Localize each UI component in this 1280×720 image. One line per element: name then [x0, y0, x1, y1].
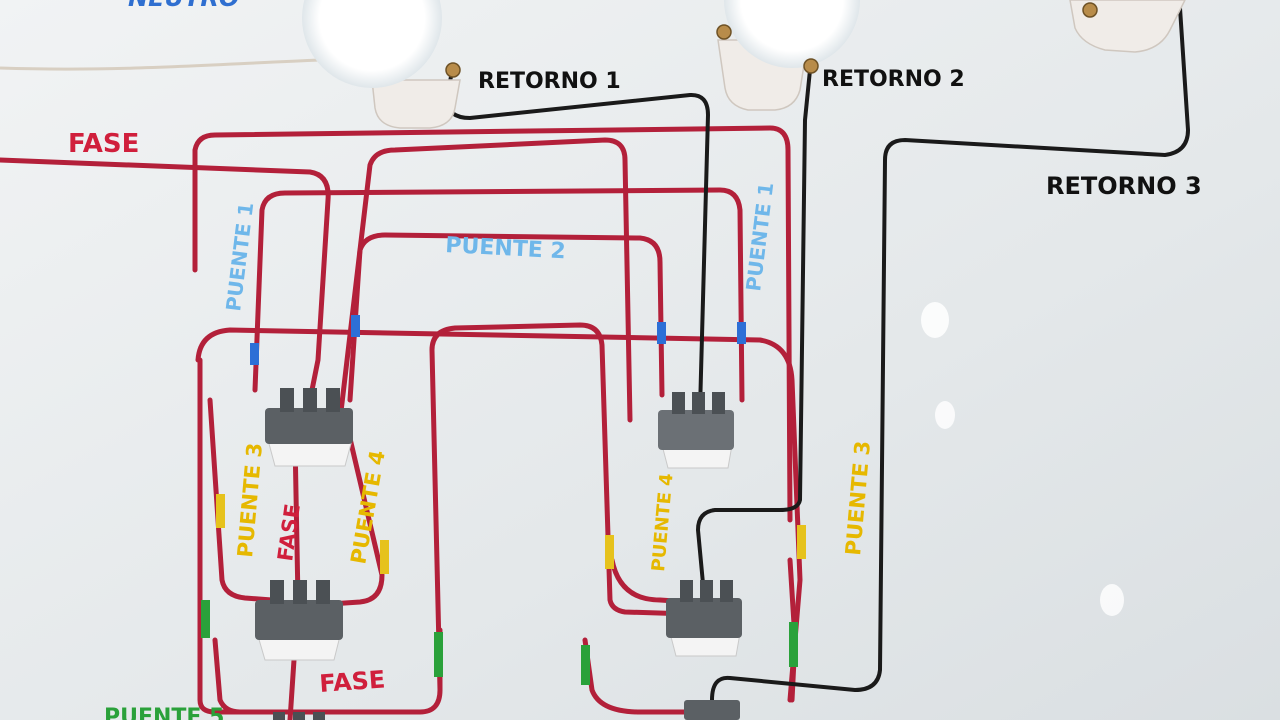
- label-retorno1: RETORNO 1: [478, 69, 621, 94]
- switch-terminal: [316, 580, 330, 604]
- switch-terminal: [712, 392, 725, 414]
- light-reflection: [921, 302, 949, 338]
- switch-terminal: [280, 388, 294, 412]
- screw-terminal: [1082, 2, 1098, 18]
- light-reflection: [1100, 584, 1124, 616]
- red-loop-middle: [195, 327, 803, 715]
- socket-3: [1069, 0, 1186, 53]
- yellow-tape: [216, 494, 225, 528]
- switch-terminal: [270, 580, 284, 604]
- blue-tape: [657, 322, 666, 344]
- light-reflection: [935, 401, 955, 429]
- switch-body: [255, 600, 343, 640]
- red-loop-inner: [337, 137, 633, 423]
- switch-middle-left: [255, 580, 343, 661]
- label-fase-top: FASE: [68, 129, 139, 159]
- screw-terminal: [803, 58, 819, 74]
- red-loop-outer: [192, 125, 793, 523]
- switch-terminal: [692, 392, 705, 414]
- switch-bottom-left-partial: [273, 712, 325, 720]
- switch-terminal: [720, 580, 733, 602]
- switch-terminal: [293, 712, 305, 720]
- switch-body: [684, 700, 740, 720]
- red-puente3-left: [207, 397, 275, 603]
- switch-body: [658, 410, 734, 450]
- red-loop-center: [429, 322, 693, 693]
- lamp-1: [302, 0, 461, 129]
- fase-input-wire: [0, 157, 331, 393]
- retorno3-wire: [708, 6, 1190, 720]
- green-tape: [789, 622, 798, 667]
- switch-terminal: [293, 580, 307, 604]
- switch-terminal: [700, 580, 713, 602]
- switch-terminal: [680, 580, 693, 602]
- yellow-tape: [797, 525, 806, 559]
- switch-bottom-right-partial: [684, 700, 740, 720]
- label-retorno3: RETORNO 3: [1046, 172, 1202, 200]
- label-neutro: NEUTRO: [128, 0, 239, 12]
- lamp-3-socket: [1069, 0, 1186, 53]
- green-tape: [201, 600, 210, 638]
- lamp-2: [716, 0, 860, 111]
- label-puente5: PUENTE 5: [104, 705, 224, 720]
- red-bottom-right: [582, 637, 703, 715]
- neutro-wire: [0, 58, 321, 71]
- green-tape: [434, 632, 443, 677]
- switch-top-right: [658, 392, 734, 469]
- screw-terminal: [445, 62, 461, 78]
- switch-body: [265, 408, 353, 444]
- blue-tape: [250, 343, 259, 365]
- red-loop-puente1: [252, 187, 745, 403]
- switch-terminal: [313, 712, 325, 720]
- retorno2-wire: [696, 68, 812, 607]
- screw-terminal: [716, 24, 732, 40]
- switch-middle-right: [666, 580, 742, 657]
- red-puente4-right: [609, 557, 693, 605]
- green-tape: [581, 645, 590, 685]
- socket-1: [371, 79, 461, 129]
- label-retorno2: RETORNO 2: [822, 67, 965, 92]
- label-fase-bottom: FASE: [318, 665, 386, 698]
- blue-tape: [737, 322, 746, 344]
- switch-terminal: [273, 712, 285, 720]
- switch-top-left: [265, 388, 353, 467]
- yellow-tape: [380, 540, 389, 574]
- switch-terminal: [303, 388, 317, 412]
- switch-body: [666, 598, 742, 638]
- red-puente4-left: [327, 427, 385, 607]
- blue-tape: [351, 315, 360, 337]
- bulb-2: [724, 0, 860, 68]
- switch-terminal: [326, 388, 340, 412]
- switch-terminal: [672, 392, 685, 414]
- red-bottom-loop: [212, 627, 443, 715]
- bulb-1: [302, 0, 442, 88]
- yellow-tape: [605, 535, 614, 569]
- tape-markers: [201, 315, 806, 685]
